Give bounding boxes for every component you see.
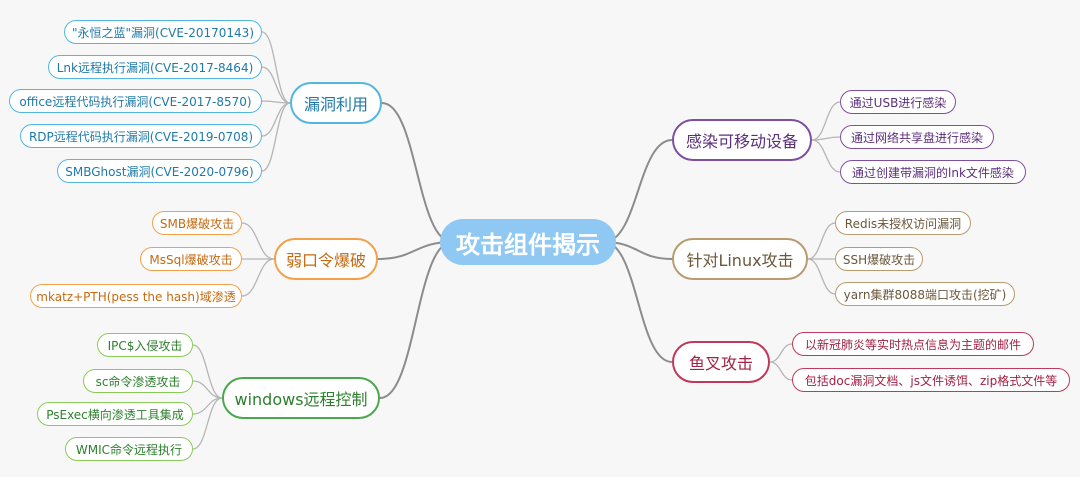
link-exploit-1 [261,66,291,104]
leaf-lnk-infection: 通过创建带漏洞的lnk文件感染 [840,160,1026,184]
leaf-exploit-smbghost: SMBGhost漏洞(CVE-2020-0796) [57,159,262,183]
leaf-exploit-eternalblue: "永恒之蓝"漏洞(CVE-20170143) [64,20,262,44]
leaf-linux-redis: Redis未授权访问漏洞 [835,211,971,235]
branch-windows-remote: windows远程控制 [222,377,380,419]
link-root-exploit [381,102,453,243]
leaf-windows-wmic: WMIC命令远程执行 [65,437,193,461]
branch-spear-phishing: 鱼叉攻击 [672,341,770,383]
branch-linux-attack: 针对Linux攻击 [672,238,808,280]
link-linux-2 [807,258,836,295]
leaf-linux-yarn: yarn集群8088端口攻击(挖矿) [835,282,1015,306]
leaf-phish-doc-js-zip: 包括doc漏洞文档、js文件诱饵、zip格式文件等 [792,368,1070,392]
link-exploit-4 [261,102,291,172]
link-usb-2 [811,139,841,173]
link-windows-0 [192,344,223,399]
link-exploit-3 [261,102,291,137]
link-exploit-0 [261,31,291,104]
leaf-weak-smb: SMB爆破攻击 [152,211,242,235]
link-windows-1 [192,380,223,399]
link-windows-3 [192,397,223,450]
link-linux-0 [807,222,836,260]
leaf-usb-infection: 通过USB进行感染 [840,90,956,114]
link-root-usb [603,139,673,243]
root-node: 攻击组件揭示 [440,219,616,265]
leaf-exploit-lnk: Lnk远程执行漏洞(CVE-2017-8464) [48,55,262,79]
link-root-windows [379,241,453,399]
leaf-network-share-infection: 通过网络共享盘进行感染 [840,125,994,149]
leaf-linux-ssh: SSH爆破攻击 [835,247,923,271]
leaf-windows-psexec: PsExec横向渗透工具集成 [37,402,193,426]
branch-removable-device: 感染可移动设备 [672,119,812,161]
link-phish-0 [769,343,793,363]
link-weak-0 [241,222,275,260]
link-root-phish [603,241,673,363]
leaf-exploit-office: office远程代码执行漏洞(CVE-2017-8570) [9,89,262,113]
link-usb-0 [811,101,841,141]
branch-weak-password: 弱口令爆破 [274,238,378,280]
leaf-weak-mssql: MsSql爆破攻击 [140,247,242,271]
leaf-weak-mkatz: mkatz+PTH(pess the hash)域渗透 [30,284,242,308]
link-weak-2 [241,258,275,297]
leaf-windows-ipc: IPC$入侵攻击 [97,333,193,357]
leaf-phish-covid-email: 以新冠肺炎等实时热点信息为主题的邮件 [792,332,1034,356]
link-phish-1 [769,361,793,381]
branch-exploit: 漏洞利用 [290,82,382,124]
leaf-exploit-rdp: RDP远程代码执行漏洞(CVE-2019-0708) [20,124,262,148]
leaf-windows-sc: sc命令渗透攻击 [83,369,193,393]
